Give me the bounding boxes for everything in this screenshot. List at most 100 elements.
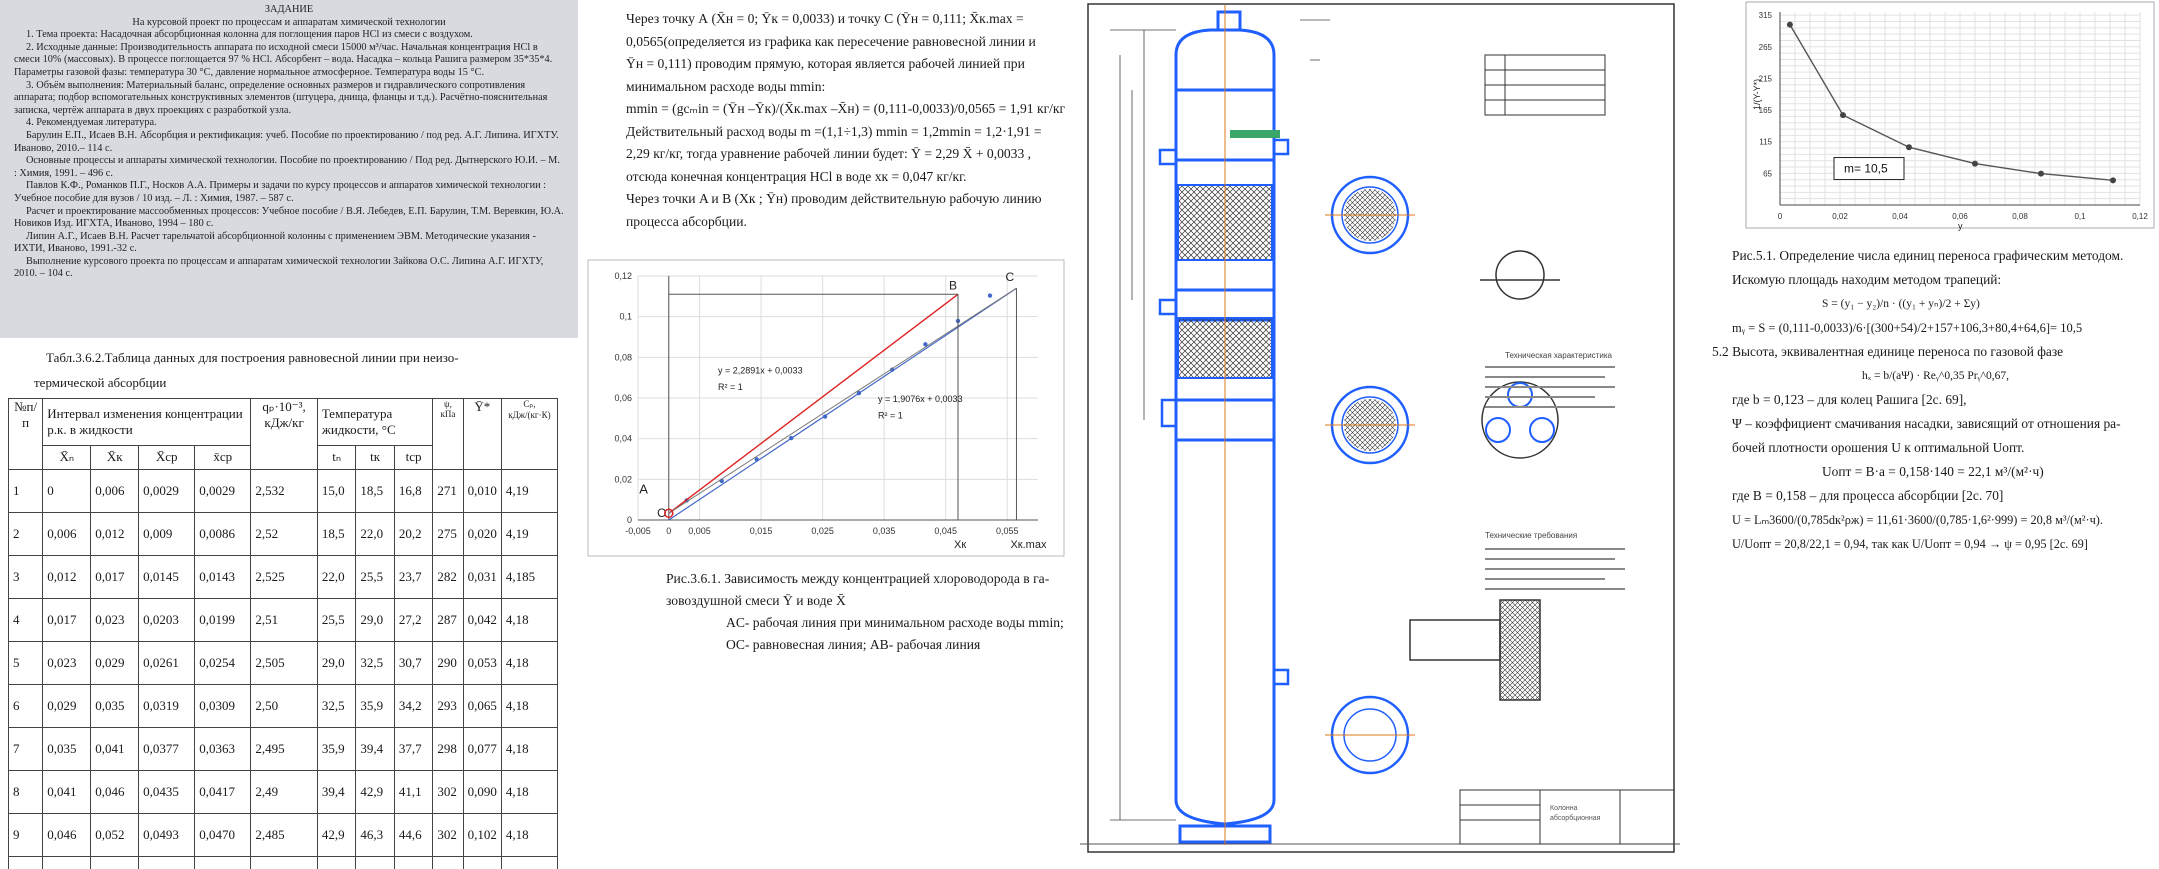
spec-table (1484, 54, 1606, 116)
sub-x-n: X̄ₙ (42, 444, 92, 471)
table-cell: 0,0522 (194, 856, 252, 869)
table-cell: 35,9 (355, 684, 395, 728)
table-cell: 0,0086 (194, 512, 252, 556)
point-a-marker (664, 508, 674, 519)
table-cell: 18,5 (355, 469, 395, 513)
y-tick-label: 0 (627, 515, 632, 525)
table-cell: 42,9 (316, 813, 357, 857)
table-cell: 0,0199 (194, 598, 252, 642)
notes-lines (1485, 366, 1625, 590)
figure-caption-2: зовоздушной смеси Ȳ и воде X̄ (666, 593, 846, 608)
calc-line: Через точки A и B (Xк ; Ȳн) проводим дей… (626, 191, 1042, 206)
assignment-body: 1. Тема проекта: Насадочная абсорбционна… (14, 29, 564, 281)
table-cell: 0,042 (462, 598, 502, 642)
table-cell: 0,010 (462, 469, 502, 513)
calc-line: 0,0565(определяется из графика как перес… (626, 33, 1036, 49)
ntu-fig-caption: Рис.5.1. Определение числа единиц перено… (1732, 248, 2124, 263)
table-cell: 275 (432, 512, 464, 556)
table-cell: 0,029 (90, 641, 140, 685)
col-q: qₚ·10⁻³, кДж/кг (250, 398, 318, 470)
table-cell: 4,18 (500, 684, 559, 728)
assignment-paragraph: Павлов К.Ф., Романков П.Г., Носков А.А. … (14, 180, 547, 204)
flange-node-detail (1499, 599, 1541, 701)
table-cell: 2,532 (250, 469, 318, 513)
x-tick-label: 0,055 (996, 526, 1019, 536)
table-cell: 2,51 (250, 598, 318, 642)
ntu-point (1840, 112, 1846, 119)
table-cell: 287 (432, 598, 464, 642)
assignment-paragraph: Выполнение курсового проекта по процесса… (14, 255, 544, 280)
y-tick-label: 0,12 (614, 271, 632, 281)
x-tick-label: 0,005 (688, 526, 711, 536)
table-cell: 0,031 (462, 555, 502, 599)
table-cell: 0,0261 (138, 641, 196, 685)
table-cell: 0,090 (462, 770, 502, 814)
min-flow-line (668, 287, 1017, 514)
ntu-box-label: m= 10,5 (1844, 162, 1888, 176)
table-cell: 0,115 (462, 856, 502, 869)
table-cell: 4,18 (500, 856, 559, 869)
ntu-y-tick: 315 (1759, 11, 1773, 20)
r2-upper: R² = 1 (718, 382, 743, 392)
table-cell: 22,0 (316, 555, 357, 599)
table-cell: 30,7 (393, 641, 434, 685)
col-interval: Интервал изменения концентрации р.к. в ж… (42, 398, 252, 446)
table-cell: 9 (7, 813, 44, 857)
y-tick-label: 0,06 (614, 393, 632, 403)
figure-caption: Рис.3.6.1. Зависимость между концентраци… (666, 571, 1050, 586)
x-tick-label: 0,035 (873, 526, 896, 536)
ntu-x-tick: 0,02 (1832, 212, 1848, 221)
ntu-point (2110, 177, 2116, 184)
title-block (1459, 789, 1675, 845)
table-cell: 0,052 (42, 856, 92, 869)
y-tick-label: 0,1 (619, 312, 632, 322)
ntu-x-tick: 0 (1778, 212, 1783, 221)
table-cell: 0,0493 (138, 813, 196, 857)
table-cell: 4,18 (500, 770, 559, 814)
table-cell: 4,18 (500, 813, 559, 857)
point-a-label: A (639, 482, 648, 497)
table-cell: 46,3 (316, 856, 357, 869)
ntu-x-tick: 0,06 (1952, 212, 1968, 221)
stamp-subtitle: абсорбционная (1550, 814, 1601, 822)
calc-line: Ȳн = 0,111) проводим прямую, которая явл… (626, 56, 1025, 71)
table-cell: 0,009 (138, 512, 196, 556)
ntu-y-label: 1/(Y-Y*) (1752, 79, 1762, 110)
assignment-paragraph: Основные процессы и аппараты химической … (14, 155, 560, 179)
table-cell: 271 (432, 469, 464, 513)
calc-line: mmin = (gcₘin = (Ȳн –Ȳк)/(X̄к.max –X̄н) … (626, 101, 1066, 116)
table-cell: 2,485 (250, 813, 318, 857)
ntu-y-tick: 215 (1759, 74, 1773, 83)
table-cell: 0,0319 (138, 684, 196, 728)
table-cell: 25,5 (355, 555, 395, 599)
psi-line-2: бочей плотности орошения U к оптимальной… (1732, 440, 2025, 455)
table-cell: 4,19 (500, 469, 559, 513)
table-cell: 0,0377 (138, 727, 196, 771)
ntu-x-tick: 0,12 (2132, 212, 2148, 221)
table-cell: 0,055 (138, 856, 196, 869)
ntu-x-tick: 0,04 (1892, 212, 1908, 221)
table-cell: 0,058 (90, 856, 140, 869)
ntu-point (1906, 144, 1912, 151)
table-cell: 2,505 (250, 641, 318, 685)
y-tick-label: 0,02 (614, 474, 632, 484)
table-cell: 2,525 (250, 555, 318, 599)
table-cell: 25,5 (316, 598, 357, 642)
assignment-paragraph: 2. Исходные данные: Производительность а… (14, 41, 553, 78)
table-cell: 0,052 (90, 813, 140, 857)
sub-t-avg: tср (393, 444, 434, 471)
assignment-paragraph: Барулин Е.П., Исаев В.Н. Абсорбция и рек… (14, 129, 559, 154)
table-cell: 0,017 (90, 555, 140, 599)
table-cell: 0,0143 (194, 555, 252, 599)
calc-line: процесса абсорбции. (626, 213, 747, 229)
dimension-lines (1110, 19, 1330, 821)
assignment-paragraph: 4. Рекомендуемая литература. (26, 117, 157, 129)
sub-x-avg: X̄ср (138, 444, 196, 471)
